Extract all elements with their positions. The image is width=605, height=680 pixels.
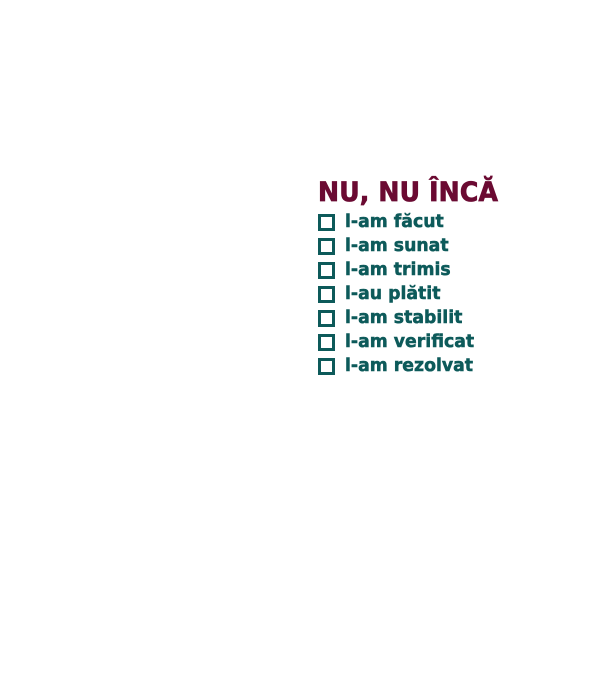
empty-checkbox-icon (318, 237, 335, 255)
checklist-item: l-am stabilit (318, 306, 508, 330)
checklist-item-label: l-au plătit (345, 283, 441, 305)
checklist-item-label: l-am verificat (345, 331, 475, 353)
empty-checkbox-icon (318, 357, 335, 375)
checklist-item: l-am verificat (318, 330, 508, 354)
checklist: l-am făcut l-am sunat l-am trimis l-au p… (318, 210, 508, 378)
design-title: NU, NU ÎNCĂ (318, 177, 499, 209)
empty-checkbox-icon (318, 285, 335, 303)
checklist-item-label: l-am rezolvat (345, 355, 474, 377)
checklist-item: l-am sunat (318, 234, 508, 258)
checklist-item-label: l-am stabilit (345, 307, 463, 329)
checklist-item: l-am rezolvat (318, 354, 508, 378)
checklist-design: NU, NU ÎNCĂ l-am făcut l-am sunat l-am t… (318, 176, 508, 378)
checklist-item: l-am făcut (318, 210, 508, 234)
checklist-item: l-au plătit (318, 282, 508, 306)
checklist-item-label: l-am sunat (345, 235, 449, 257)
checklist-item-label: l-am trimis (345, 259, 451, 281)
empty-checkbox-icon (318, 261, 335, 279)
empty-checkbox-icon (318, 333, 335, 351)
empty-checkbox-icon (318, 213, 335, 231)
checklist-item: l-am trimis (318, 258, 508, 282)
checklist-item-label: l-am făcut (345, 211, 444, 233)
empty-checkbox-icon (318, 309, 335, 327)
